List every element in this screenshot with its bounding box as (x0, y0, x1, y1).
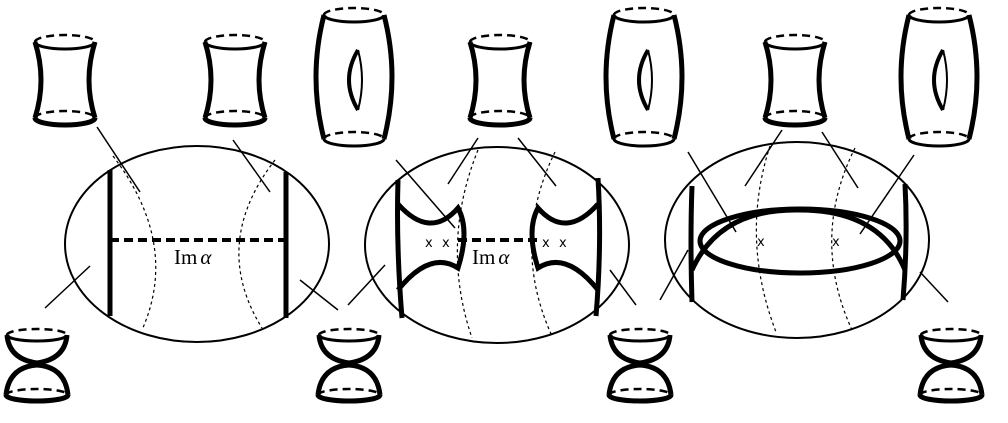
hyperboloid-neck-icon (205, 35, 265, 125)
pinched-cylinder-icon (606, 8, 682, 146)
panel-3-mark: x (832, 235, 840, 250)
double-cone-icon (318, 329, 380, 401)
panel-3-mark: x (757, 235, 765, 250)
hyperboloid-neck-icon (35, 35, 95, 125)
hyperboloid-neck-icon (765, 35, 825, 125)
panel-2-mark: x (425, 236, 433, 251)
panel-2-mark: x (542, 236, 550, 251)
panel-2-mark: x (559, 236, 567, 251)
panel-3: x x (660, 130, 948, 338)
pinched-cylinder-icon (316, 8, 392, 146)
double-cone-icon (6, 329, 68, 401)
double-cone-icon (920, 329, 982, 401)
panel-2-ellipse (365, 147, 629, 343)
panel-1-ellipse (65, 146, 329, 342)
panel-3-ellipse (665, 142, 929, 338)
panel-2-mark: x (442, 236, 450, 251)
hyperboloid-neck-icon (470, 35, 530, 125)
double-cone-icon (609, 329, 671, 401)
pinched-cylinder-icon (901, 8, 977, 146)
